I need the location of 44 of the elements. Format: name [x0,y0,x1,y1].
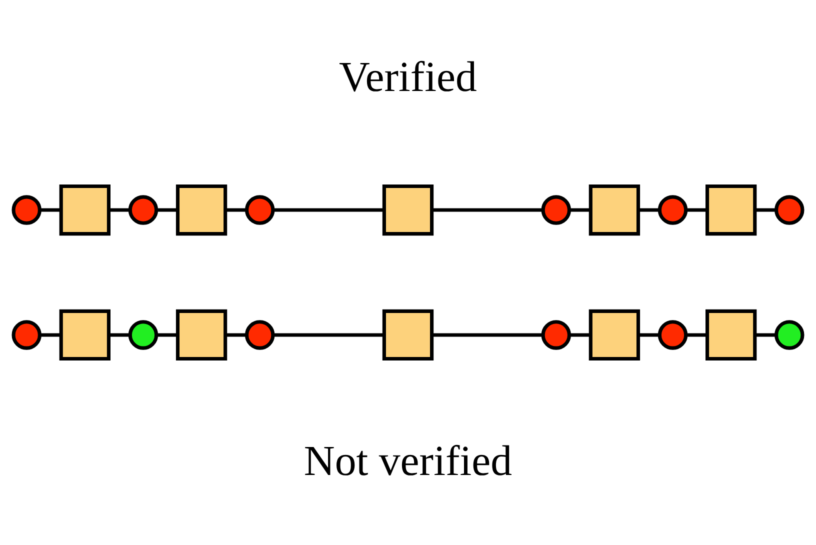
node-circle [658,320,688,350]
connector [156,333,178,337]
node-box [176,184,228,236]
node-box [706,184,757,236]
connector [755,208,776,212]
node-circle [12,195,42,225]
node-circle [541,195,572,225]
node-circle [128,195,158,225]
label: Not verified [304,438,512,486]
node-box [706,309,757,361]
connector [686,333,707,337]
node-circle [658,195,688,225]
node-circle [541,320,572,350]
connector [570,208,590,212]
connector [570,333,590,337]
node-circle [774,320,804,350]
connector [686,208,707,212]
connector [272,333,384,337]
connector [156,208,178,212]
node-box [176,309,228,361]
connector [272,208,384,212]
node-circle [128,320,158,350]
connector [432,333,544,337]
connector [40,333,61,337]
connector [40,208,61,212]
node-box [382,309,434,361]
connector [108,333,130,337]
node-box [59,184,110,236]
connector [755,333,776,337]
label: Verified [339,54,477,101]
connector [225,333,247,337]
node-box [59,309,110,361]
node-circle [244,195,275,225]
connector [225,208,247,212]
node-box [382,184,434,236]
connector [432,208,544,212]
node-circle [774,195,804,225]
connector [638,208,660,212]
connector [638,333,660,337]
node-box [588,184,640,236]
node-circle [12,320,42,350]
connector [108,208,130,212]
node-circle [244,320,275,350]
node-box [588,309,640,361]
